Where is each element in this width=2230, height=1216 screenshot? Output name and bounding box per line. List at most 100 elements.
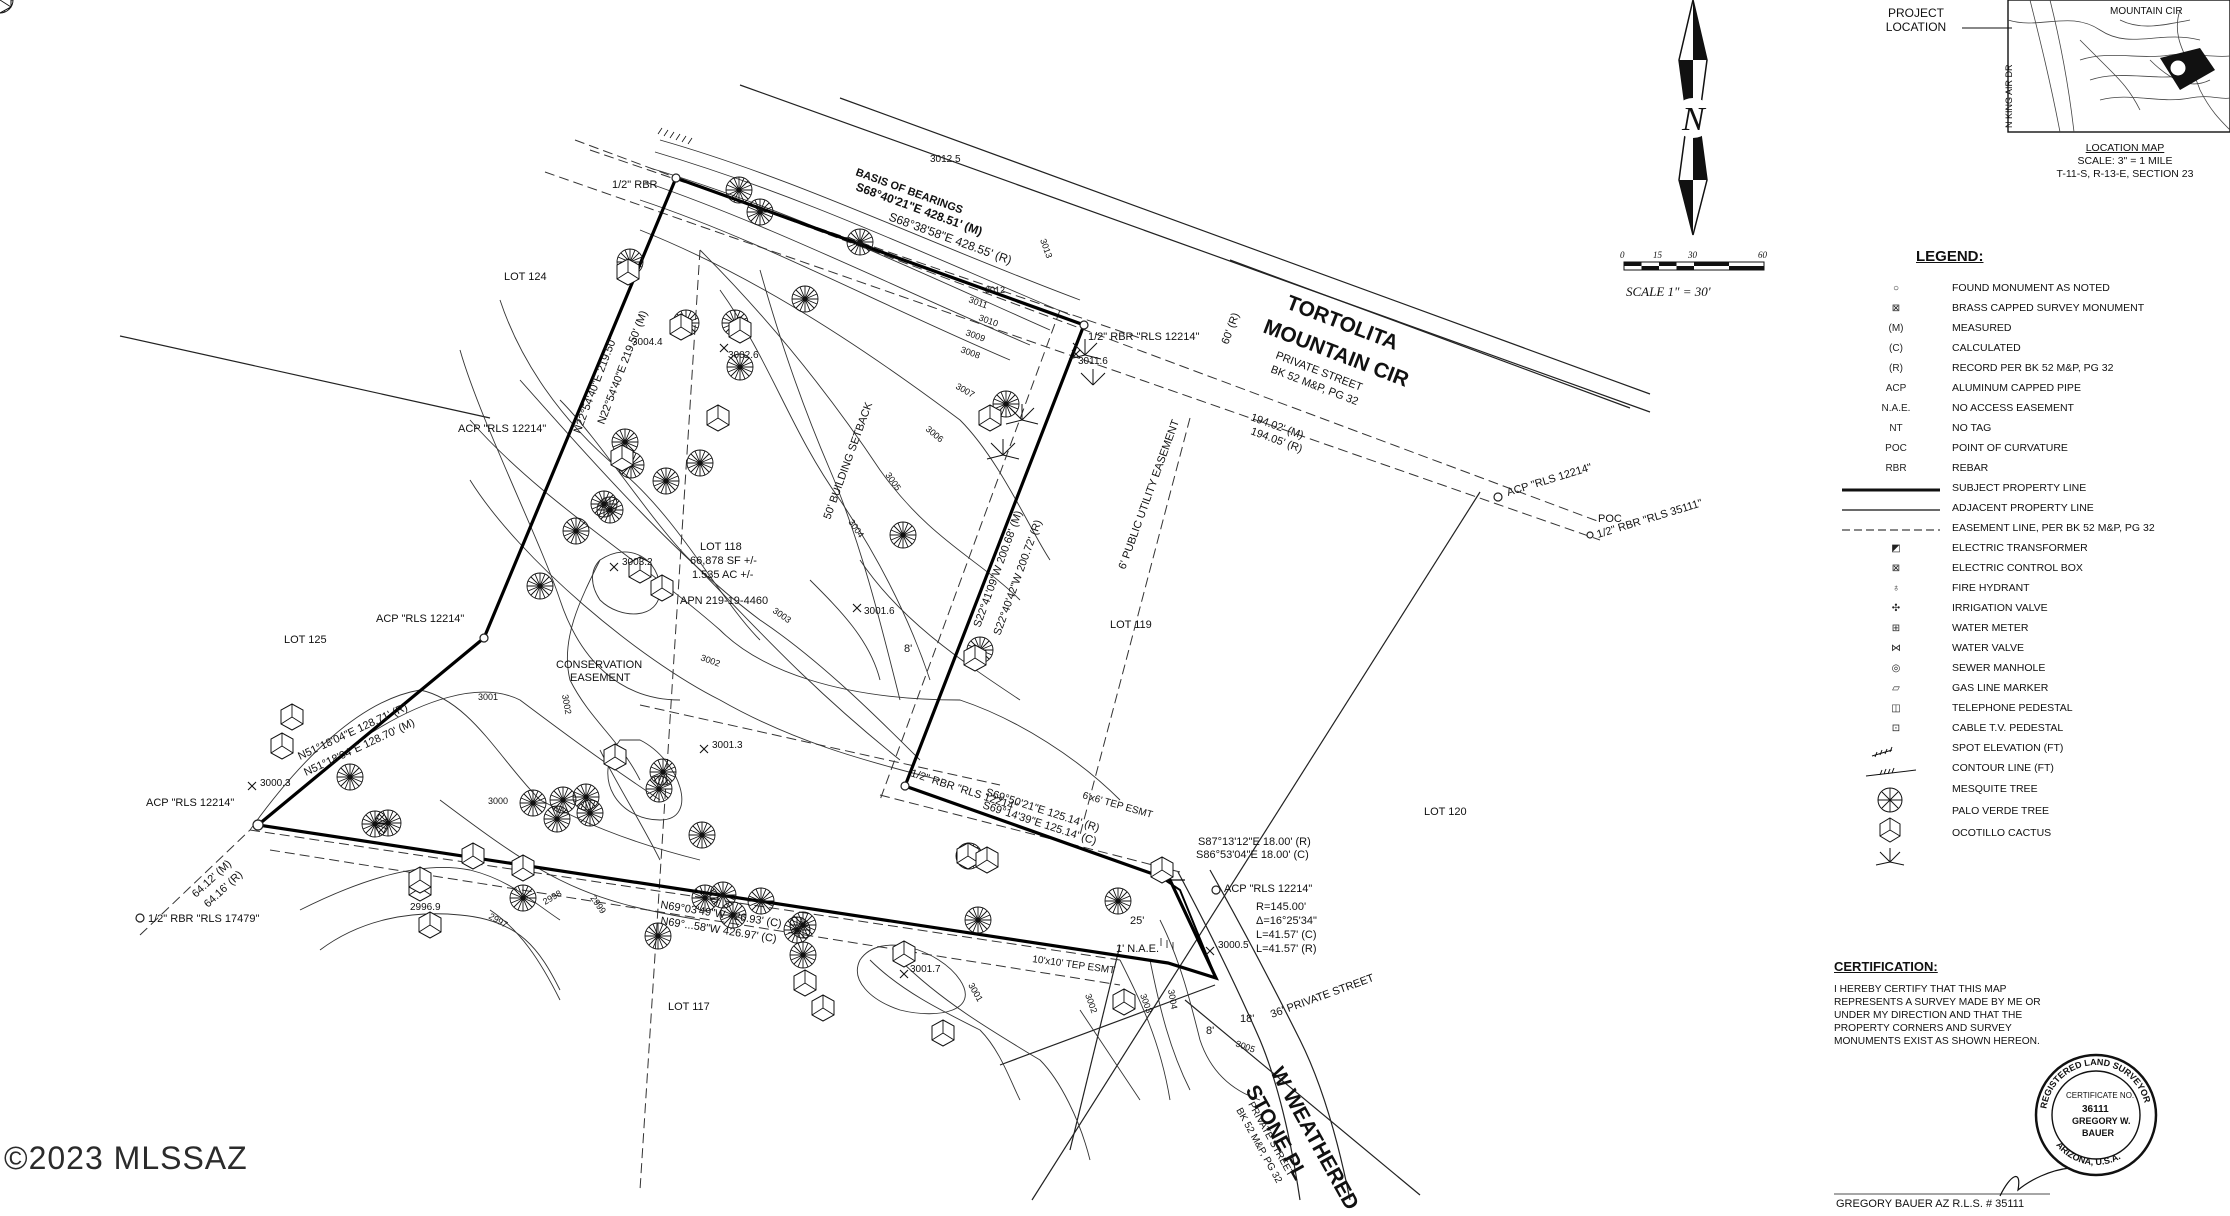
adjacent-lot-120: LOT 120 [1424,806,1467,818]
project-location-line-2: LOCATION [1885,20,1947,34]
lot-ac: 1.535 AC +/- [692,569,754,581]
legend-label: SUBJECT PROPERTY LINE [1952,482,2087,494]
legend-symbol-icon: POC [1885,442,1907,454]
certification-title: CERTIFICATION: [1834,959,1938,974]
loc-map-road: MOUNTAIN CIR [2110,6,2183,17]
seal-name-1: GREGORY W. [2072,1116,2131,1126]
monument-ne: 1/2" RBR "RLS 12214" [1088,331,1199,343]
contour-3000: 3000 [488,796,508,806]
legend-label: CONTOUR LINE (FT) [1952,762,2054,774]
legend-label: NO ACCESS EASEMENT [1952,402,2074,414]
legend-label: WATER VALVE [1952,642,2024,654]
monument-w2: ACP "RLS 12214" [376,613,464,625]
monument-markers [135,173,1594,923]
legend-label: CABLE T.V. PEDESTAL [1952,722,2064,734]
monument-nw: 1/2" RBR [612,179,658,191]
contour-3013: 3013 [1038,237,1054,259]
conservation-label-2: EASEMENT [570,672,631,684]
contour-3012: 3012 [985,285,1005,295]
elev-3004-4: 3004.4 [632,337,663,348]
legend-symbol-icon: ⊠ [1891,302,1901,314]
north-arrow: N [1673,0,1713,236]
dim-8-2: 8' [1206,1025,1214,1037]
monument-sw2: 1/2" RBR "RLS 17479" [148,913,259,925]
legend-label: ELECTRIC CONTROL BOX [1952,562,2083,574]
legend-symbol-icon: (M) [1888,322,1904,334]
legend-item: ACP ALUMINUM CAPPED PIPE [1840,378,2220,398]
legend-item: N.A.E.NO ACCESS EASEMENT [1840,398,2220,418]
legend-item: EASEMENT LINE, PER BK 52 M&P, PG 32 [1840,518,2220,538]
legend-symbol-icon: ○ [1892,282,1900,294]
lot-label: LOT 118 [700,541,742,553]
surveyor-signature-line: GREGORY BAUER AZ R.L.S. # 35111 [1836,1198,2025,1210]
legend-label: ALUMINUM CAPPED PIPE [1952,382,2081,394]
elev-3003-2: 3003.2 [622,557,653,568]
legend-item: OCOTILLO CACTUS [1840,822,2220,844]
dim-8: 8' [904,643,912,655]
legend-label: REBAR [1952,462,1989,474]
mls-watermark: ©2023 MLSSAZ [4,1140,248,1176]
legend-symbol-icon: ACP [1885,382,1907,394]
legend: ○FOUND MONUMENT AS NOTED⊠BRASS CAPPED SU… [1840,278,2220,844]
legend-label: ELECTRIC TRANSFORMER [1952,542,2088,554]
legend-symbol-icon: ⋈ [1891,642,1901,654]
elev-3000-3: 3000.3 [260,778,291,789]
contour-lines [249,139,1261,1161]
legend-symbol-icon: (C) [1889,342,1903,354]
monument-far-ne: ACP "RLS 12214" [1505,462,1593,499]
scale-tick-60: 60 [1758,250,1768,260]
contour-2998: 2998 [541,888,563,907]
legend-symbol-icon: NT [1889,422,1903,434]
scale-label: SCALE 1" = 30' [1626,284,1711,299]
contour-3007: 3007 [954,381,976,400]
location-map: MOUNTAIN CIR N KING AIR DR [1962,0,2230,133]
legend-label: ADJACENT PROPERTY LINE [1952,502,2094,514]
legend-item: ⊞WATER METER [1840,618,2220,638]
legend-symbol-icon: ◫ [1891,702,1901,714]
legend-item: SPOT ELEVATION (FT) [1840,738,2220,758]
scale-tick-30: 30 [1687,250,1698,260]
graphic-scale: 0 15 30 60 SCALE 1" = 30' [1620,250,1768,299]
contour-3002: 3002 [699,652,721,668]
dim-18: 18' [1240,1013,1254,1025]
contour-3001-b: 3001 [966,981,985,1003]
contour-3002-c: 3002 [1083,992,1099,1014]
legend-item: ADJACENT PROPERTY LINE [1840,498,2220,518]
legend-item: SUBJECT PROPERTY LINE [1840,478,2220,498]
legend-item: ⊡CABLE T.V. PEDESTAL [1840,718,2220,738]
contour-3006: 3006 [924,424,946,445]
legend-symbol-icon: ◎ [1891,662,1901,674]
curve-length-1: L=41.57' (C) [1256,929,1317,941]
legend-label: MESQUITE TREE [1952,783,2038,795]
elev-2996-9: 2996.9 [410,902,441,913]
legend-item: CONTOUR LINE (FT) [1840,758,2220,778]
adjacent-lot-125: LOT 125 [284,634,327,646]
surveyor-seal: REGISTERED LAND SURVEYOR ARIZONA, U.S.A.… [1834,1053,2158,1197]
curve-delta: Δ=16°25'34" [1256,915,1317,927]
contour-3005: 3005 [883,470,903,492]
bearing-short-1: S87°13'12"E 18.00' (R) [1198,836,1311,848]
legend-item: ◩ELECTRIC TRANSFORMER [1840,538,2220,558]
legend-label: SPOT ELEVATION (FT) [1952,742,2064,754]
scale-tick-0: 0 [1620,250,1625,260]
legend-label: PALO VERDE TREE [1952,805,2050,817]
plat-text: TORTOLITA MOUNTAIN CIR PRIVATE STREET BK… [146,154,1704,1214]
legend-item: NT NO TAG [1840,418,2220,438]
contour-3011: 3011 [967,294,989,310]
contour-3008: 3008 [959,344,981,360]
contour-2999: 2999 [588,893,608,915]
legend-label: NO TAG [1952,422,1992,434]
legend-label: EASEMENT LINE, PER BK 52 M&P, PG 32 [1952,522,2155,534]
legend-item: ✣IRRIGATION VALVE [1840,598,2220,618]
lot-sf: 66,878 SF +/- [690,555,757,567]
palo-verde-trees [0,0,12,14]
curve-radius: R=145.00' [1256,901,1306,913]
legend-item: ♁FIRE HYDRANT [1840,578,2220,598]
legend-label: MEASURED [1952,322,2012,334]
contour-3004: 3004 [1166,989,1179,1010]
legend-item: ○FOUND MONUMENT AS NOTED [1840,278,2220,298]
legend-label: IRRIGATION VALVE [1952,602,2048,614]
poc-label: POC [1598,513,1622,525]
